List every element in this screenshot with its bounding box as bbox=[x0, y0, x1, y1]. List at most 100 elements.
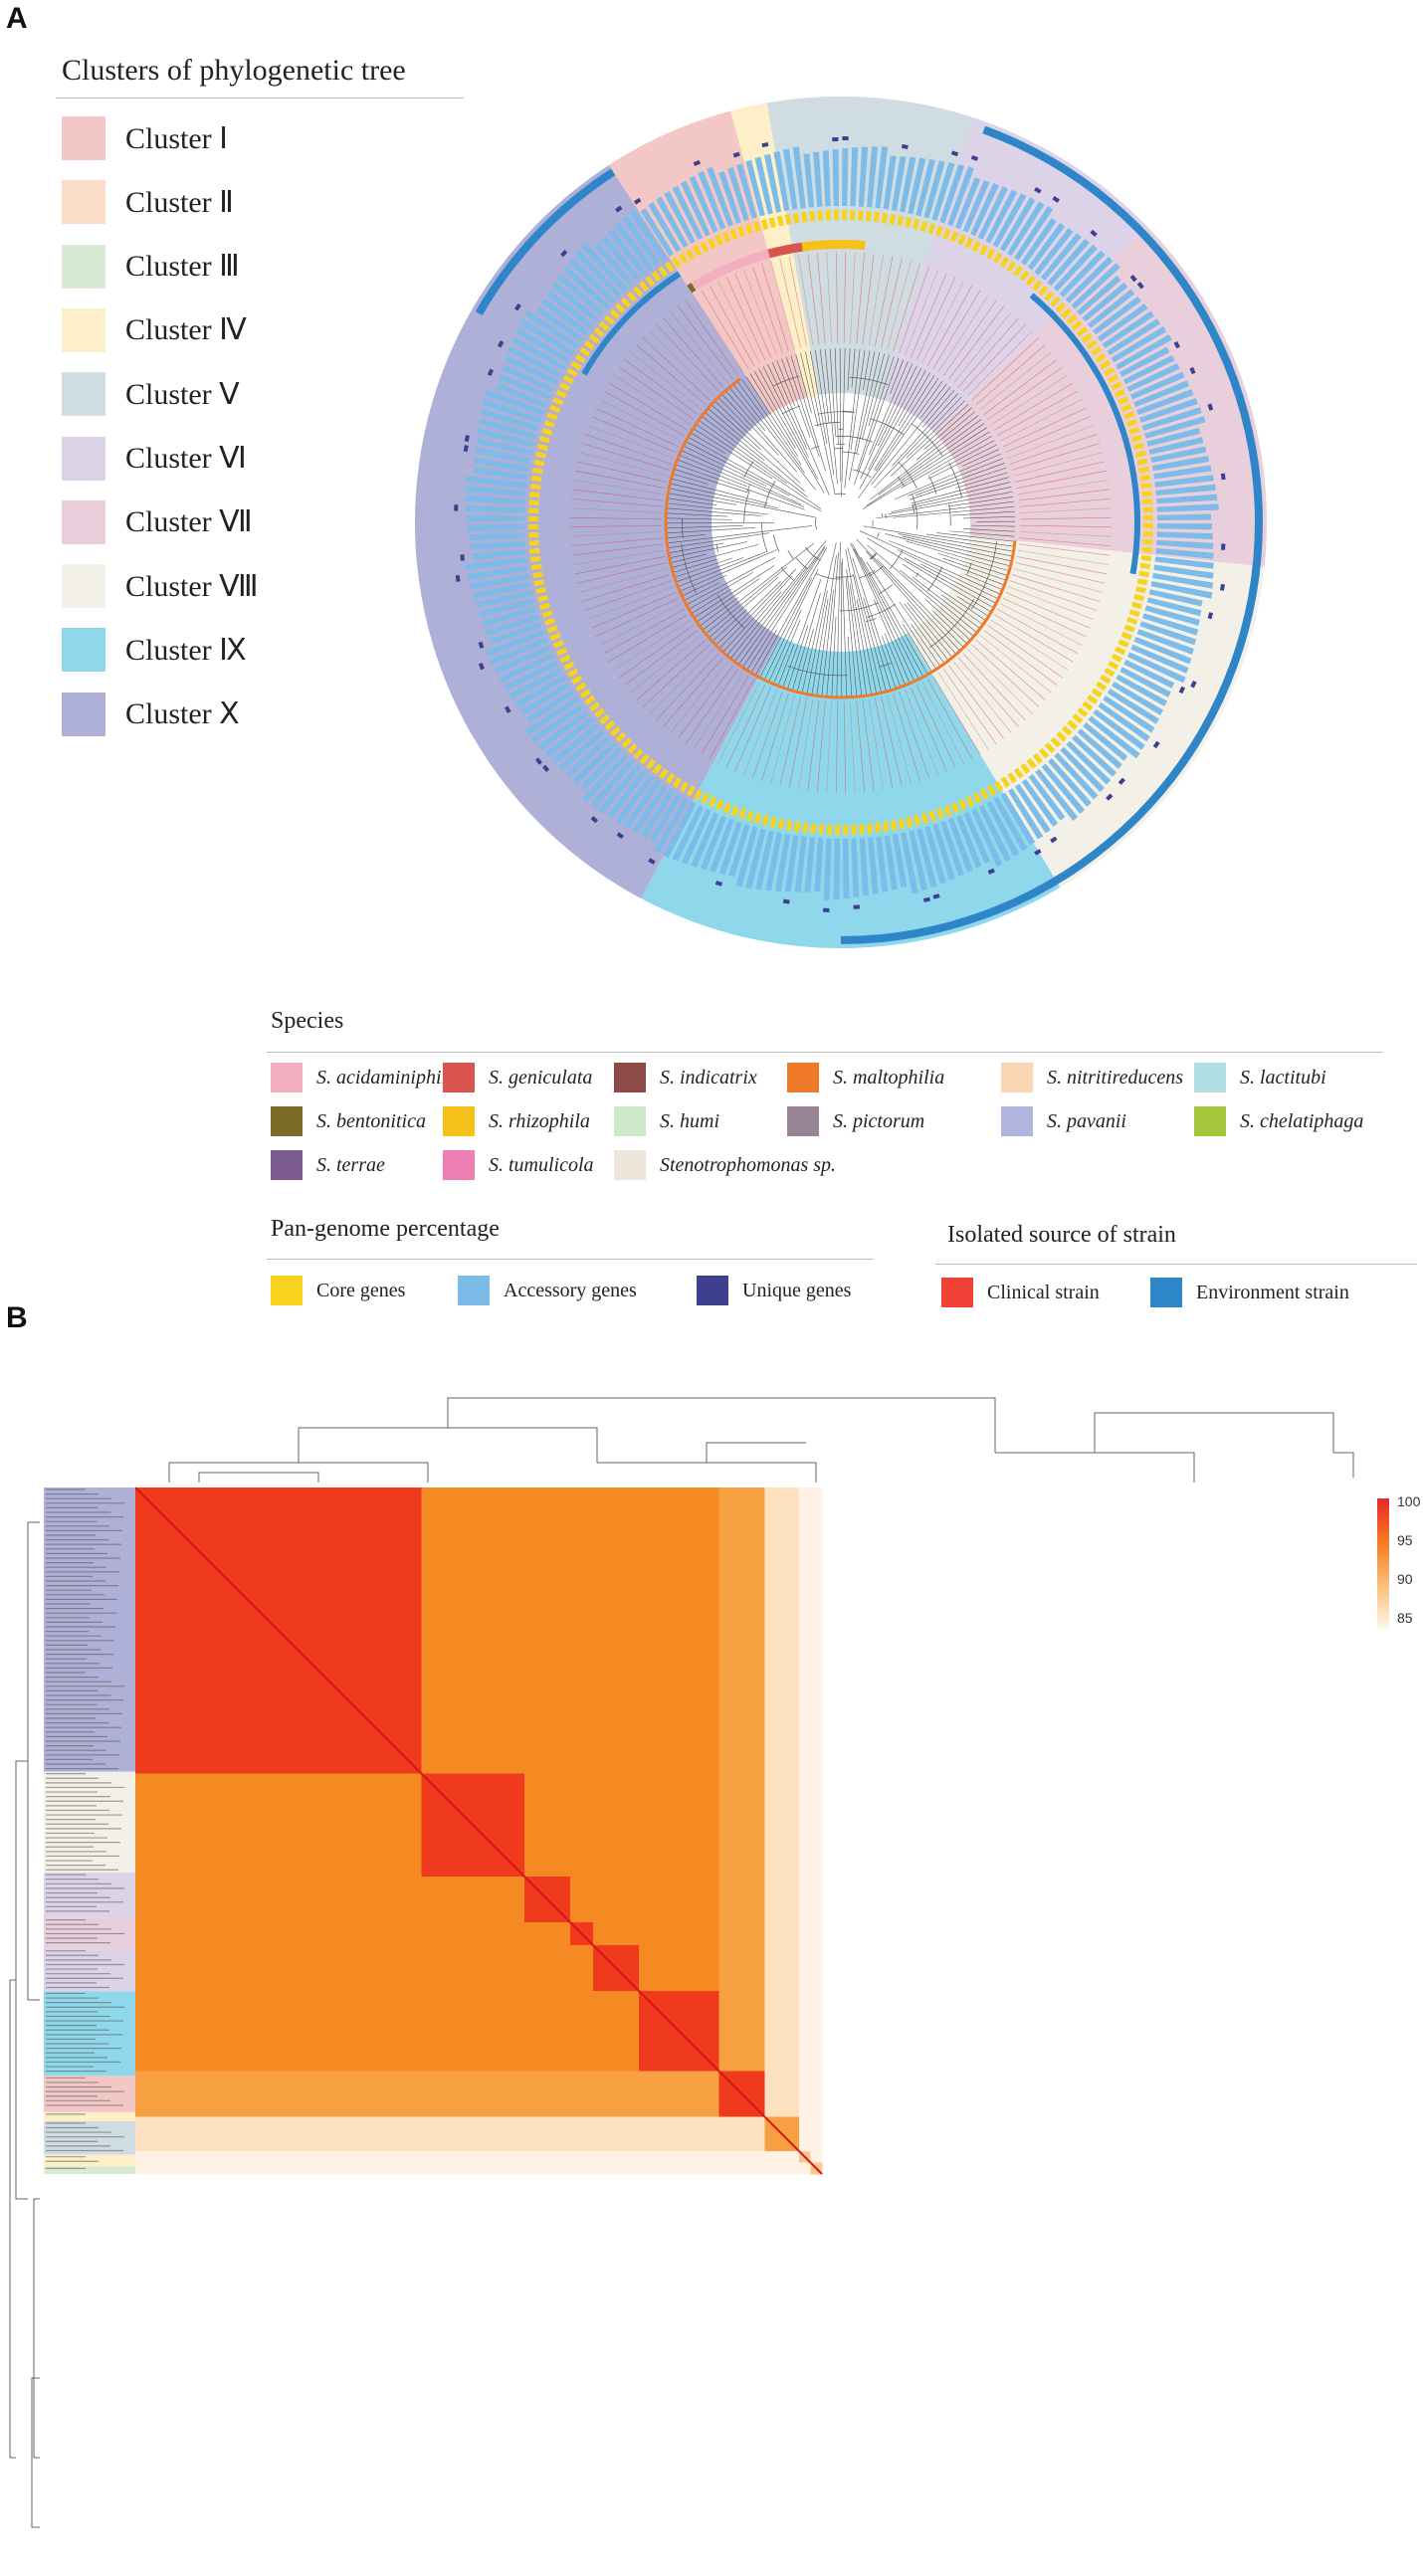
heatmap-cell bbox=[238, 1991, 251, 2003]
heatmap-cell bbox=[696, 1956, 709, 1969]
heatmap-cell bbox=[364, 1945, 376, 1957]
heatmap-cell bbox=[169, 1590, 182, 1603]
heatmap-cell bbox=[581, 2093, 594, 2106]
heatmap-cell bbox=[616, 2162, 628, 2175]
heatmap-cell bbox=[204, 1636, 216, 1649]
heatmap-cell bbox=[398, 1785, 411, 1797]
heatmap-cell bbox=[524, 1956, 536, 1969]
heatmap-cell bbox=[329, 2037, 342, 2049]
heatmap-cell bbox=[456, 1773, 468, 1786]
heatmap-cell bbox=[512, 1498, 525, 1511]
heatmap-cell bbox=[741, 2105, 754, 2117]
heatmap-cell bbox=[696, 1773, 709, 1786]
heatmap-cell bbox=[398, 1693, 411, 1705]
heatmap-cell bbox=[146, 2128, 159, 2140]
heatmap-cell bbox=[753, 1968, 765, 1980]
heatmap-cell bbox=[787, 1933, 800, 1946]
heatmap-cell bbox=[639, 1521, 651, 1534]
heatmap-cell bbox=[787, 2071, 800, 2083]
tree-arc bbox=[839, 602, 879, 612]
leaf-label bbox=[734, 687, 771, 772]
leaf-label bbox=[957, 657, 1019, 727]
heatmap-cell bbox=[730, 1510, 742, 1522]
heatmap-cell bbox=[741, 1590, 754, 1603]
heatmap-cell bbox=[318, 2025, 330, 2038]
core-gene-bar bbox=[610, 725, 621, 737]
heatmap-cell bbox=[284, 1877, 297, 1888]
tree-branch bbox=[899, 601, 944, 664]
heatmap-cell bbox=[296, 1533, 307, 1545]
heatmap-cell bbox=[329, 2082, 342, 2094]
heatmap-cell bbox=[718, 1808, 731, 1820]
heatmap-cell bbox=[776, 1602, 788, 1614]
heatmap-cell bbox=[306, 1819, 319, 1832]
heatmap-cell bbox=[593, 1831, 605, 1843]
heatmap-cell bbox=[776, 2037, 788, 2049]
heatmap-cell bbox=[238, 2162, 251, 2175]
heatmap-cell bbox=[776, 1567, 788, 1580]
heatmap-cell bbox=[524, 1750, 536, 1763]
tree-arc bbox=[870, 418, 905, 436]
heatmap-cell bbox=[375, 2037, 388, 2049]
heatmap-cell bbox=[490, 2116, 503, 2129]
heatmap-cell bbox=[250, 1762, 262, 1774]
unique-gene-bar bbox=[455, 574, 461, 582]
heatmap-cell bbox=[776, 1831, 788, 1843]
heatmap-cell bbox=[273, 1739, 285, 1751]
species-legend-item: S. geniculata bbox=[443, 1063, 592, 1092]
heatmap-cell bbox=[387, 2048, 399, 2061]
tree-arc bbox=[842, 410, 853, 413]
heatmap-cell bbox=[810, 1625, 823, 1637]
heatmap-cell bbox=[215, 1865, 228, 1878]
heatmap-cell bbox=[387, 1648, 399, 1660]
heatmap-cell bbox=[444, 1590, 457, 1603]
heatmap-cell bbox=[593, 2037, 605, 2049]
heatmap-cell bbox=[341, 2082, 353, 2094]
heatmap-cell bbox=[502, 2060, 513, 2072]
heatmap-cell bbox=[261, 1510, 274, 1522]
heatmap-cell bbox=[650, 2025, 663, 2038]
heatmap-cell bbox=[306, 2060, 319, 2072]
heatmap-cell bbox=[558, 2162, 571, 2175]
heatmap-cell bbox=[718, 1842, 731, 1855]
heatmap-cell bbox=[730, 1613, 742, 1626]
leaf-label bbox=[663, 657, 724, 727]
cluster-swatch bbox=[62, 564, 105, 609]
heatmap-cell bbox=[718, 2048, 731, 2061]
heatmap-cell bbox=[250, 1842, 262, 1855]
heatmap-cell bbox=[535, 1579, 548, 1591]
heatmap-cell bbox=[787, 1956, 800, 1969]
heatmap-cell bbox=[581, 1498, 594, 1511]
heatmap-cell bbox=[639, 1877, 651, 1888]
heatmap-cell bbox=[135, 1544, 147, 1557]
heatmap-cell bbox=[787, 1510, 800, 1522]
heatmap-cell bbox=[227, 1727, 239, 1740]
heatmap-cell bbox=[433, 1682, 445, 1694]
heatmap-cell bbox=[146, 1693, 159, 1705]
heatmap-cell bbox=[227, 1567, 239, 1580]
heatmap-cell bbox=[799, 1991, 811, 2003]
leaf-label bbox=[752, 266, 783, 353]
heatmap-cell bbox=[810, 1579, 823, 1591]
heatmap-cell bbox=[421, 2048, 434, 2061]
heatmap-cell bbox=[444, 1933, 457, 1946]
accessory-gene-bar bbox=[923, 160, 945, 219]
heatmap-cell bbox=[364, 1831, 376, 1843]
tree-branch bbox=[915, 411, 976, 461]
heatmap-cell bbox=[650, 1922, 663, 1934]
heatmap-cell bbox=[639, 1602, 651, 1614]
tree-branch bbox=[964, 573, 1002, 590]
leaf-label bbox=[843, 700, 847, 793]
heatmap-cell bbox=[547, 1877, 559, 1888]
tree-branch bbox=[867, 537, 991, 612]
core-gene-bar bbox=[1076, 326, 1088, 337]
heatmap-cell bbox=[273, 1487, 285, 1499]
heatmap-cell bbox=[181, 1956, 193, 1969]
tree-branch bbox=[741, 378, 802, 466]
heatmap-cell bbox=[685, 2151, 697, 2163]
heatmap-cell bbox=[456, 1671, 468, 1683]
tree-branch bbox=[890, 403, 969, 477]
heatmap-cell bbox=[329, 1567, 342, 1580]
heatmap-cell bbox=[318, 1968, 330, 1980]
accessory-gene-bar bbox=[1156, 494, 1218, 504]
